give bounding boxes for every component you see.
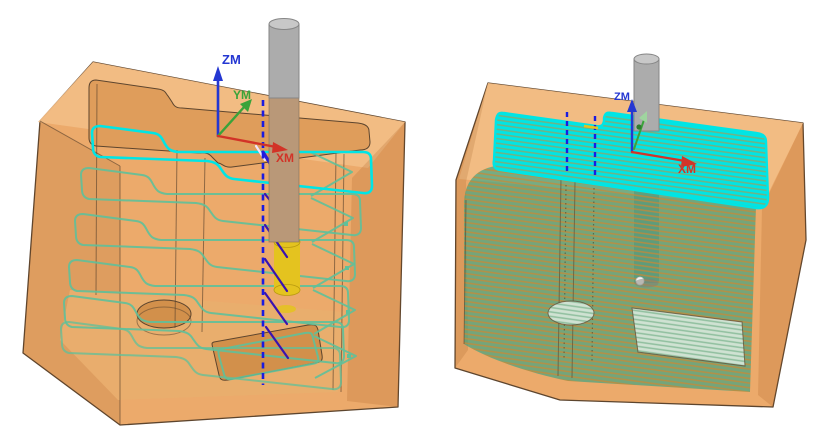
floor-hole bbox=[136, 299, 192, 329]
axis-label-xm: XM bbox=[678, 162, 696, 176]
axis-label-ym: YM bbox=[233, 88, 251, 102]
tool-shank-cylinder-right[interactable] bbox=[633, 53, 660, 288]
z-arrowhead bbox=[213, 66, 223, 81]
axis-label-xm: XM bbox=[276, 151, 294, 165]
level-points bbox=[344, 222, 351, 358]
part-inner-edges bbox=[39, 83, 345, 425]
y-axis-point bbox=[636, 124, 642, 130]
tool-tip-shadow bbox=[634, 278, 659, 288]
y-arrowhead bbox=[240, 99, 252, 112]
z-arrowhead bbox=[627, 99, 637, 112]
tool-shank-cylinder[interactable] bbox=[268, 18, 300, 243]
part-left-face-shade bbox=[455, 83, 488, 368]
view-right-raster-toolpath[interactable]: ZM XM bbox=[454, 53, 807, 408]
axis-label-zm: ZM bbox=[222, 52, 241, 67]
part-right-face-shade bbox=[758, 123, 806, 407]
mcs-triad-right[interactable]: ZM XM bbox=[614, 91, 697, 176]
x-arrowhead bbox=[272, 142, 288, 153]
pocket-floor bbox=[60, 290, 345, 400]
y-arrowhead bbox=[639, 111, 647, 123]
mcs-triad-left[interactable]: ZM YM XM bbox=[213, 52, 294, 165]
toolpath-raster-top-level[interactable] bbox=[492, 111, 770, 210]
interior-details-right bbox=[463, 177, 746, 379]
x-arrowhead bbox=[681, 156, 697, 167]
floor-rect-pocket bbox=[631, 307, 746, 367]
engage-mark-yellow bbox=[583, 124, 599, 130]
floor-hole bbox=[547, 300, 595, 326]
rapid-moves-right[interactable] bbox=[565, 112, 599, 176]
axis-label-zm: ZM bbox=[614, 91, 630, 103]
view-left-level-toolpath[interactable]: ZM YM XM bbox=[22, 18, 406, 426]
